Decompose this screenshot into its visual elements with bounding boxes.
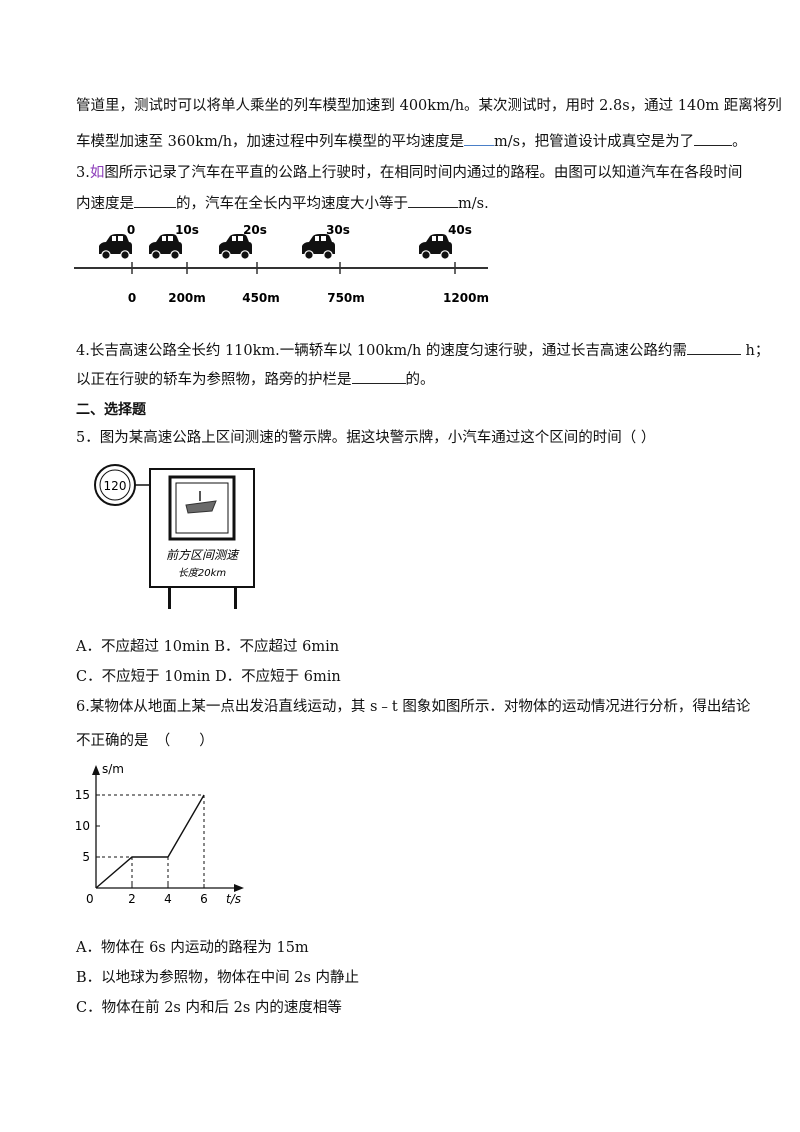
time-label: 30s [326, 223, 350, 237]
q5-stem: 5．图为某高速公路上区间测速的警示牌。据这块警示牌，小汽车通过这个区间的时间（ … [76, 430, 656, 446]
answer-blank[interactable] [464, 131, 495, 146]
answer-blank[interactable] [134, 193, 176, 208]
q5-option-d[interactable]: D．不应短于 6min [215, 669, 341, 685]
q6-option-c[interactable]: C．物体在前 2s 内和后 2s 内的速度相等 [76, 1000, 342, 1016]
car-icon [301, 233, 336, 260]
sign-line2: 长度20km [178, 567, 227, 579]
speed-limit-text: 120 [104, 479, 127, 493]
q6-option-a[interactable]: A．物体在 6s 内运动的路程为 15m [76, 940, 309, 956]
x-tick-label: 6 [200, 892, 208, 906]
distance-label: 450m [242, 291, 280, 305]
sign-line1: 前方区间测速 [166, 548, 240, 562]
s-t-graph: s/m t/s 0 2 4 6 5 10 15 [75, 762, 244, 906]
car-icon [218, 233, 253, 260]
distance-label: 1200m [443, 291, 489, 305]
q3-purple-char: 如 [89, 165, 105, 181]
y-tick-label: 5 [82, 850, 90, 864]
car-motion-figure: 0 0 10s 200m 20s 450m 30s 750m 40s 1200m [74, 223, 489, 305]
speed-limit-inner-circle [99, 469, 131, 501]
answer-blank[interactable] [408, 193, 458, 208]
y-axis-label: s/m [102, 762, 124, 776]
x-axis-arrow [234, 884, 244, 892]
time-label: 40s [448, 223, 472, 237]
distance-label: 200m [168, 291, 206, 305]
q2-line2: 车模型加速至 360km/h，加速过程中列车模型的平均速度是 m/s，把管道设计成… [76, 131, 747, 152]
answer-blank[interactable] [686, 340, 741, 355]
q6-line2: 不正确的是 （ ） [76, 733, 214, 749]
car-icon [98, 233, 133, 260]
answer-blank[interactable] [694, 131, 733, 146]
q3-line1-rest: 图所示记录了汽车在平直的公路上行驶时，在相同时间内通过的路程。由图可以知道汽车在… [104, 165, 743, 181]
distance-label: 0 [128, 291, 136, 305]
answer-blank[interactable] [351, 369, 406, 384]
q4-line1-b: h； [740, 343, 770, 359]
q5-options-row1: A．不应超过 10min B．不应超过 6min [76, 637, 339, 657]
q5-option-a[interactable]: A．不应超过 10min [76, 639, 210, 655]
y-tick-label: 15 [75, 788, 90, 802]
q4-line1-a: 4.长吉高速公路全长约 110km.一辆轿车以 100km/h 的速度匀速行驶，… [76, 343, 687, 359]
car-icon [418, 233, 453, 260]
x-tick-label: 2 [128, 892, 136, 906]
distance-label: 750m [327, 291, 365, 305]
q4-line2: 以正在行驶的轿车为参照物，路旁的护栏是 的。 [76, 369, 435, 390]
car-icon [148, 233, 183, 260]
q6-line1: 6.某物体从地面上某一点出发沿直线运动，其 s﹣t 图象如图所示．对物体的运动情… [76, 699, 751, 715]
y-axis-arrow [92, 765, 100, 775]
q5-option-b[interactable]: B．不应超过 6min [214, 639, 340, 655]
camera-icon [185, 491, 217, 514]
q3-number: 3. [76, 165, 90, 181]
series-line [95, 794, 205, 889]
q2-line1: 管道里，测试时可以将单人乘坐的列车模型加速到 400km/h。某次测试时，用时 … [76, 98, 782, 114]
q5-option-c[interactable]: C．不应短于 10min [76, 669, 211, 685]
time-label: 10s [175, 223, 199, 237]
q3-line2-a: 内速度是 [76, 196, 134, 212]
x-tick-label: 4 [164, 892, 172, 906]
q4-line2-b: 的。 [405, 372, 435, 388]
q6-option-b[interactable]: B．以地球为参照物，物体在中间 2s 内静止 [76, 970, 360, 986]
q3-line2-b: 的，汽车在全长内平均速度大小等于 [176, 196, 408, 212]
q3-line2-c: m/s. [458, 196, 489, 212]
y-tick-label: 10 [75, 819, 90, 833]
q2-line2-b: m/s，把管道设计成真空是为了 [494, 134, 695, 150]
q2-line2-c: 。 [732, 134, 747, 150]
time-label: 0 [127, 223, 135, 237]
q4-line2-a: 以正在行驶的轿车为参照物，路旁的护栏是 [76, 372, 352, 388]
section-heading: 二、选择题 [76, 402, 146, 418]
q5-options-row2: C．不应短于 10min D．不应短于 6min [76, 667, 341, 687]
x-axis-label: t/s [226, 892, 241, 906]
time-label: 20s [243, 223, 267, 237]
q3-line2: 内速度是 的，汽车在全长内平均速度大小等于 m/s. [76, 193, 489, 214]
q2-line2-a: 车模型加速至 360km/h，加速过程中列车模型的平均速度是 [76, 134, 465, 150]
q3-line1: 3.如图所示记录了汽车在平直的公路上行驶时，在相同时间内通过的路程。由图可以知道… [76, 163, 742, 183]
speed-sign-figure: 120 前方区间测速 长度20km [94, 464, 255, 609]
x-tick-label: 0 [86, 892, 94, 906]
q4-line1: 4.长吉高速公路全长约 110km.一辆轿车以 100km/h 的速度匀速行驶，… [76, 340, 769, 361]
